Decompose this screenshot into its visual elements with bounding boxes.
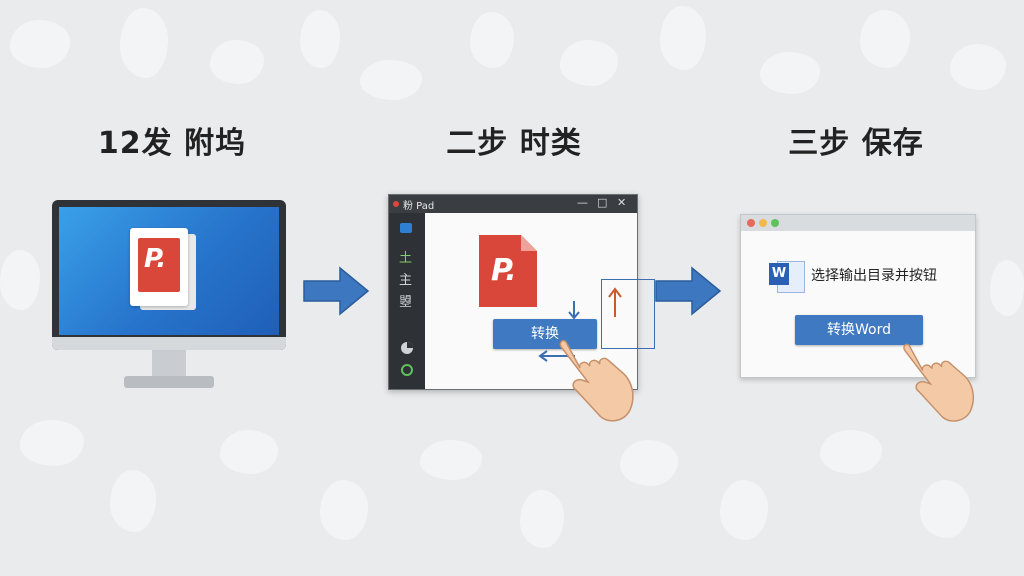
app-logo-icon <box>393 201 399 207</box>
conversion-frame <box>601 279 655 349</box>
pointing-hand-icon <box>559 339 634 422</box>
save-dialog-window: W 选择输出目录并按钮 转换Word <box>740 214 976 378</box>
minimize-dot-icon[interactable] <box>759 219 767 227</box>
convert-word-button[interactable]: 转换Word <box>795 315 923 345</box>
step-2-title: 二步 时类 <box>446 126 582 161</box>
close-dot-icon[interactable] <box>747 219 755 227</box>
sidebar-item-3[interactable]: 曌 <box>399 295 413 310</box>
word-letter: W <box>769 263 789 285</box>
converter-app-window: 粉 Pad — □ ✕ 土 主 曌 P. 转换 <box>388 194 655 390</box>
maximize-dot-icon[interactable] <box>771 219 779 227</box>
sidebar-home-icon[interactable] <box>400 223 412 233</box>
dialog-titlebar <box>741 215 975 231</box>
step-1-title: 12发 附坞 <box>97 126 247 161</box>
word-document-icon: W <box>769 259 805 293</box>
down-arrow-icon <box>568 301 580 320</box>
app-titlebar: 粉 Pad — □ ✕ <box>389 195 637 213</box>
close-button[interactable]: ✕ <box>617 196 627 209</box>
flow-arrow-icon-2 <box>655 266 722 316</box>
pie-chart-icon[interactable] <box>400 341 414 355</box>
up-arrow-icon <box>608 287 622 317</box>
minimize-button[interactable]: — <box>577 196 588 209</box>
app-sidebar: 土 主 曌 <box>389 213 425 389</box>
maximize-button[interactable]: □ <box>597 196 608 209</box>
flow-arrow-icon <box>303 266 370 316</box>
convert-button[interactable]: 转换 <box>493 319 597 349</box>
output-directory-label: 选择输出目录并按钮 <box>811 268 937 284</box>
powerpoint-document-icon[interactable]: P. <box>477 235 537 309</box>
step-3-title: 三步 保存 <box>788 126 924 161</box>
pointing-hand-icon-2 <box>903 343 975 422</box>
app-title: 粉 Pad <box>403 201 435 212</box>
powerpoint-file-icon[interactable]: P. <box>130 228 196 310</box>
sidebar-item-1[interactable]: 土 <box>399 251 413 266</box>
sidebar-item-2[interactable]: 主 <box>399 273 413 288</box>
refresh-icon[interactable] <box>400 363 414 377</box>
powerpoint-letter: P. <box>144 244 167 274</box>
powerpoint-letter-large: P. <box>491 253 517 288</box>
monitor-illustration: P. <box>52 200 286 388</box>
